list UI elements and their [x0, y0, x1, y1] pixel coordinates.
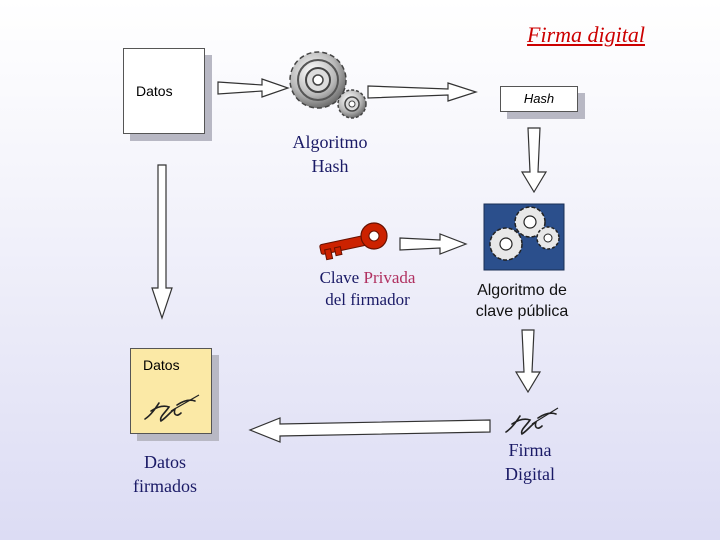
signature-icon	[505, 407, 559, 436]
hash-box-label: Hash	[523, 91, 555, 106]
arrow-datos-down	[151, 164, 173, 320]
algoritmo-clave-publica-line2: clave pública	[475, 303, 569, 320]
datos-box-label: Datos	[136, 83, 173, 99]
algoritmo-hash-line1: Algoritmo	[292, 132, 368, 152]
datos-firmados-line1: Datos	[144, 452, 186, 472]
algoritmo-clave-publica-line1: Algoritmo de	[477, 282, 567, 299]
arrow-key-to-panel	[399, 233, 468, 255]
gears-panel-icon	[483, 203, 565, 271]
datos-firmados-box-label: Datos	[143, 357, 180, 373]
gears-icon	[289, 51, 367, 119]
arrow-datos-to-gears	[217, 78, 290, 98]
page-title: Firma digital	[527, 22, 645, 47]
arrow-algoritmo-down	[514, 329, 542, 394]
firma-digital-label: Firma Digital	[485, 438, 575, 486]
arrow-hash-down	[520, 127, 548, 194]
privada-word: Privada	[363, 268, 416, 287]
datos-firmados-line2: firmados	[133, 476, 197, 496]
clave-privada-line2: del firmador	[325, 290, 410, 309]
datos-firmados-label: Datos firmados	[115, 450, 215, 498]
algoritmo-hash-label: Algoritmo Hash	[270, 130, 390, 178]
datos-firmados-box: Datos	[130, 348, 212, 434]
clave-privada-label: Clave Privada del firmador	[300, 267, 435, 311]
firma-digital-line1: Firma	[508, 440, 552, 460]
datos-box: Datos	[123, 48, 205, 134]
arrow-firma-to-datos	[248, 417, 491, 443]
algoritmo-hash-line2: Hash	[311, 156, 349, 176]
clave-word: Clave	[319, 268, 360, 287]
signature-icon	[144, 394, 200, 423]
arrow-gears-to-hash	[367, 82, 478, 102]
key-icon	[319, 222, 388, 261]
hash-box: Hash	[500, 86, 578, 112]
firma-digital-line2: Digital	[505, 464, 555, 484]
clave-privada-line1: Clave Privada	[300, 267, 435, 289]
algoritmo-clave-publica-label: Algoritmo de clave pública	[452, 280, 592, 322]
